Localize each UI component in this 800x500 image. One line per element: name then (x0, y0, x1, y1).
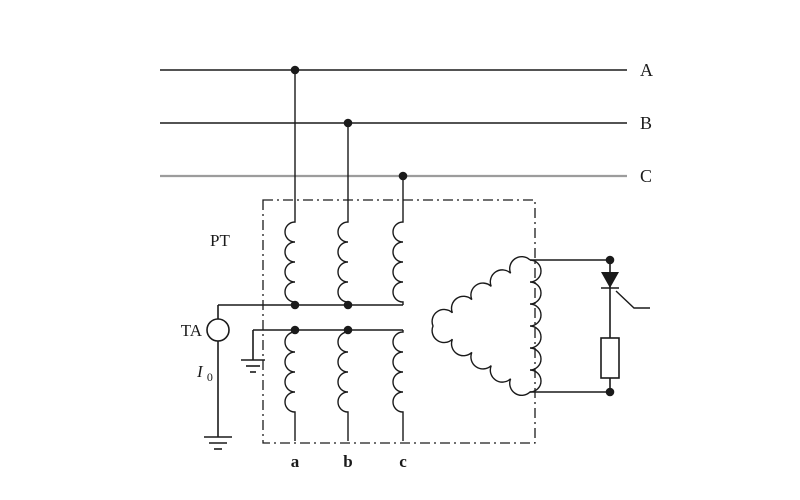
ta-label: TA (181, 321, 203, 340)
phase-b-label: B (640, 113, 652, 133)
secondary-winding-c (392, 330, 404, 441)
thyristor-gate (615, 290, 650, 309)
terminal-a-label: a (291, 452, 300, 471)
residual-current-label: I 0 (196, 362, 213, 384)
junction-dot (398, 171, 408, 181)
junction-dot (343, 300, 353, 310)
resistor (600, 337, 620, 379)
ta-ground-icon (204, 436, 232, 450)
labels: A B C PT TA I 0 a b c (181, 60, 653, 471)
junction-dot (605, 387, 615, 397)
secondary-winding-b (337, 330, 349, 441)
phase-c-label: C (640, 166, 652, 186)
pt-boundary-box (262, 199, 536, 444)
ta-ct-circle (206, 318, 230, 342)
primary-winding-c (392, 176, 404, 305)
thyristor-icon (601, 272, 650, 309)
primary-winding-a (284, 70, 296, 305)
junction-dots (290, 65, 615, 397)
terminal-b-label: b (343, 452, 352, 471)
phase-a-label: A (640, 60, 653, 80)
secondary-neutral-ground-icon (241, 330, 265, 373)
residual-current-symbol: I (196, 362, 204, 381)
primary-winding-b (337, 123, 349, 305)
pt-secondary-windings (253, 329, 404, 441)
pt-primary-windings (284, 70, 404, 305)
delta-winding (431, 256, 542, 396)
secondary-winding-a (284, 330, 296, 441)
delta-output-wires (530, 259, 611, 393)
residual-current-subscript: 0 (207, 370, 213, 384)
junction-dot (343, 325, 353, 335)
current-transformer (206, 305, 230, 437)
junction-dot (343, 118, 353, 128)
junction-dot (290, 300, 300, 310)
phase-bus-lines (160, 69, 627, 178)
thyristor-triangle (601, 272, 619, 288)
junction-dot (605, 255, 615, 265)
junction-dot (290, 65, 300, 75)
terminal-c-label: c (399, 452, 407, 471)
pt-label: PT (210, 231, 230, 250)
junction-dot (290, 325, 300, 335)
